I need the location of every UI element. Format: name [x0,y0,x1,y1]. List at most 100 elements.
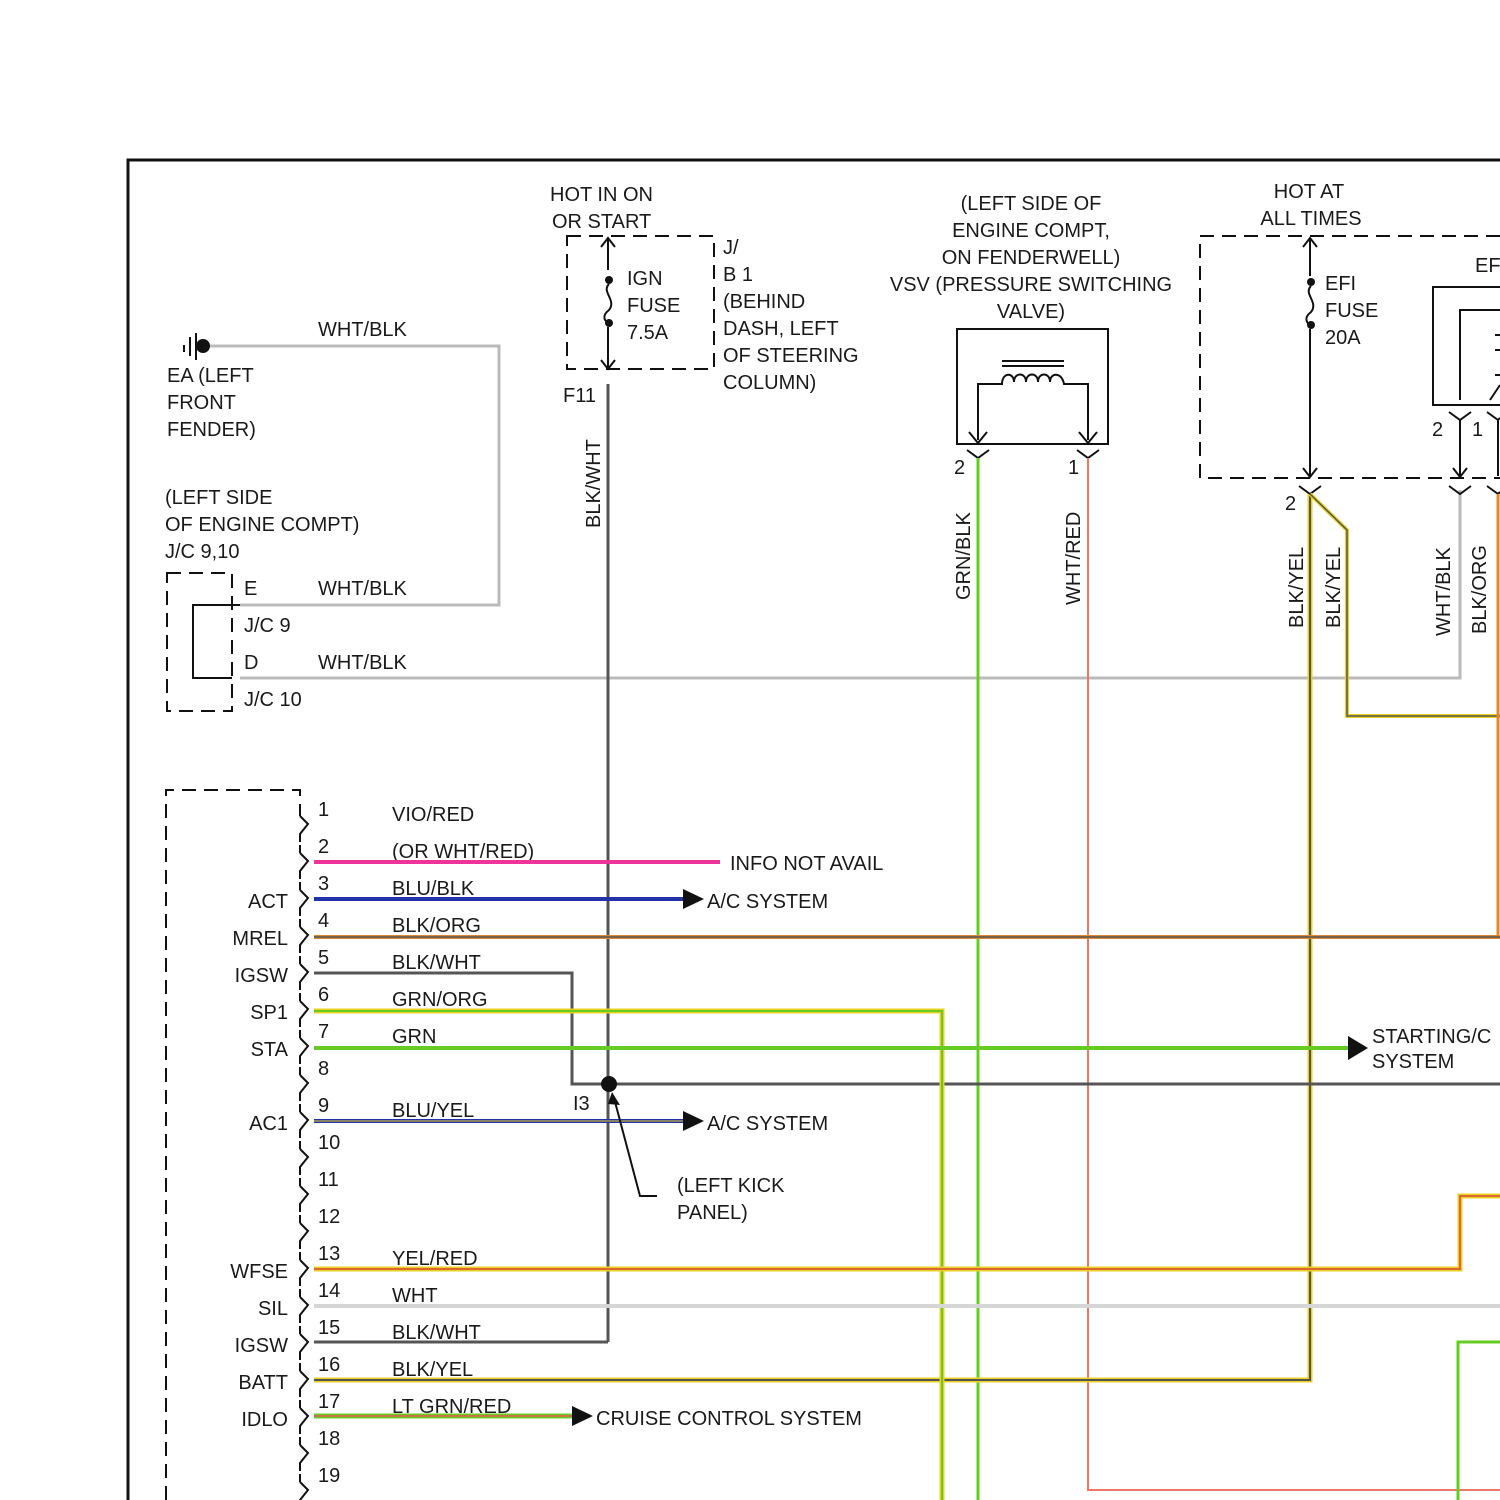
jc-pin-e: E [244,578,257,600]
ecm-pin-number: 13 [318,1243,340,1265]
splice-i3: I3 (LEFT KICK PANEL) [573,1076,785,1224]
jc-pin-d: D [244,652,258,674]
ign-terminal: F11 [563,385,596,407]
ecm-pin-name: SIL [258,1298,288,1320]
ecm-pin-number: 18 [318,1428,340,1450]
ign-fuse-2: FUSE [627,295,680,317]
jc-location-1: (LEFT SIDE [165,487,272,509]
ign-fuse-block: HOT IN ON OR START IGN FUSE 7.5A J/ B 1 … [550,184,859,1342]
arrow-starting-icon [1348,1036,1368,1060]
ign-fuse-1: IGN [627,268,663,290]
ecm-pin-name: IDLO [241,1409,288,1431]
dest-ac-system-1: A/C SYSTEM [707,891,828,913]
ecm-pin-number: 19 [318,1465,340,1487]
ecm-pin-terminal-icon [300,1289,308,1323]
ecm-pin-terminal-icon [300,1400,308,1434]
efi-wire-4: BLK/ORG [1469,545,1491,634]
ecm-pin-name: IGSW [235,1335,288,1357]
ecm-pin-number: 2 [318,836,329,858]
ecm-pin-terminal-icon [300,1474,308,1500]
vsv-pin-2: 2 [954,457,965,479]
ecm-pin-name: WFSE [230,1261,288,1283]
jb-line-1: J/ [723,237,739,259]
efi-fuse-2: FUSE [1325,300,1378,322]
ecm-pin-terminal-icon [300,1215,308,1249]
vsv-wire-right: WHT/RED [1063,512,1085,605]
ecm-pin-number: 7 [318,1021,329,1043]
ecm-connector: 1VIO/RED2(OR WHT/RED)3ACTBLU/BLK4MRELBLK… [166,790,534,1500]
jc-location-3: J/C 9,10 [165,541,239,563]
ecm-pin-number: 5 [318,947,329,969]
jb-line-5: OF STEERING [723,345,859,367]
efi-relay-partial-label: EF [1475,255,1500,277]
ecm-pin-name: BATT [238,1372,288,1394]
efi-fuse-block: HOT AT ALL TIMES EFI FUSE 20A EF 2 1 2 [314,181,1500,1380]
ign-wire-label: BLK/WHT [583,439,605,528]
dest-starting-2: SYSTEM [1372,1051,1454,1073]
jc-location-2: OF ENGINE COMPT) [165,514,359,536]
ecm-pin-terminal-icon [300,956,308,990]
ecm-pin-wire-label: GRN/ORG [392,989,488,1011]
ground-label-3: FENDER) [167,419,256,441]
splice-point-icon [601,1076,617,1092]
destinations: INFO NOT AVAIL A/C SYSTEM STARTING/C SYS… [596,853,1491,1430]
vsv-title-3: ON FENDERWELL) [942,247,1121,269]
vsv-component: (LEFT SIDE OF ENGINE COMPT, ON FENDERWEL… [890,193,1500,1500]
ecm-pin-number: 15 [318,1317,340,1339]
ecm-pin-terminal-icon [300,1141,308,1175]
splice-location-2: PANEL) [677,1202,748,1224]
ecm-pin-number: 10 [318,1132,340,1154]
junction-connector: (LEFT SIDE OF ENGINE COMPT) J/C 9,10 E W… [165,487,1460,711]
efi-fuse-1: EFI [1325,273,1356,295]
ecm-pin-terminal-icon [300,1178,308,1212]
ground-label-2: FRONT [167,392,236,414]
ecm-pin-terminal-icon [300,845,308,879]
ecm-pin-terminal-icon [300,1326,308,1360]
ecm-pin-list: 1VIO/RED2(OR WHT/RED)3ACTBLU/BLK4MRELBLK… [230,799,534,1500]
vsv-pin-1: 1 [1068,457,1079,479]
ign-hot-2: OR START [552,211,651,233]
wire-pin-13-outer [314,1196,1500,1269]
ecm-pin-wire-label: GRN [392,1026,436,1048]
dest-ac-system-2: A/C SYSTEM [707,1113,828,1135]
ecm-pin-name: ACT [248,891,288,913]
wire-label-ground: WHT/BLK [318,319,408,341]
ecm-pin-wire-label: BLK/YEL [392,1359,473,1381]
dest-cruise-control: CRUISE CONTROL SYSTEM [596,1408,862,1430]
efi-wire-1: BLK/YEL [1286,547,1308,628]
ecm-pin-number: 14 [318,1280,340,1302]
jb-line-4: DASH, LEFT [723,318,839,340]
solenoid-coil-icon [978,375,1088,441]
ecm-pin-wire-label: (OR WHT/RED) [392,841,534,863]
vsv-box [957,329,1108,444]
ecm-pin-terminal-icon [300,919,308,953]
ecm-pin-terminal-icon [300,808,308,842]
ecm-pin-number: 1 [318,799,329,821]
jc-9-label: J/C 9 [244,615,291,637]
ecm-pin-terminal-icon [300,1104,308,1138]
ecm-pin-terminal-icon [300,1030,308,1064]
jb-line-2: B 1 [723,264,753,286]
vsv-title-5: VALVE) [997,301,1065,323]
efi-relay-pin-1: 1 [1472,419,1483,441]
ecm-pin-terminal-icon [300,993,308,1027]
dest-starting-1: STARTING/C [1372,1026,1491,1048]
efi-relay-pin-2: 2 [1432,419,1443,441]
efi-wire-3: WHT/BLK [1433,546,1455,636]
jc-wire-d: WHT/BLK [318,652,408,674]
splice-location-1: (LEFT KICK [677,1175,785,1197]
wire-green-right-edge [1458,1342,1500,1500]
ecm-pin-number: 8 [318,1058,329,1080]
efi-fuse-icon [1306,286,1313,325]
ecm-pin-name: STA [251,1039,289,1061]
wire-pin-5-blk-wht [314,973,1500,1084]
arrow-ac-2-icon [683,1111,704,1131]
arrow-ac-1-icon [683,889,704,909]
efi-fuse-3: 20A [1325,327,1361,349]
ecm-pin-number: 4 [318,910,329,932]
ecm-pin-wire-label: BLK/WHT [392,952,481,974]
jb-line-3: (BEHIND [723,291,805,313]
jb-line-6: COLUMN) [723,372,816,394]
ecm-pin-number: 11 [318,1169,339,1191]
